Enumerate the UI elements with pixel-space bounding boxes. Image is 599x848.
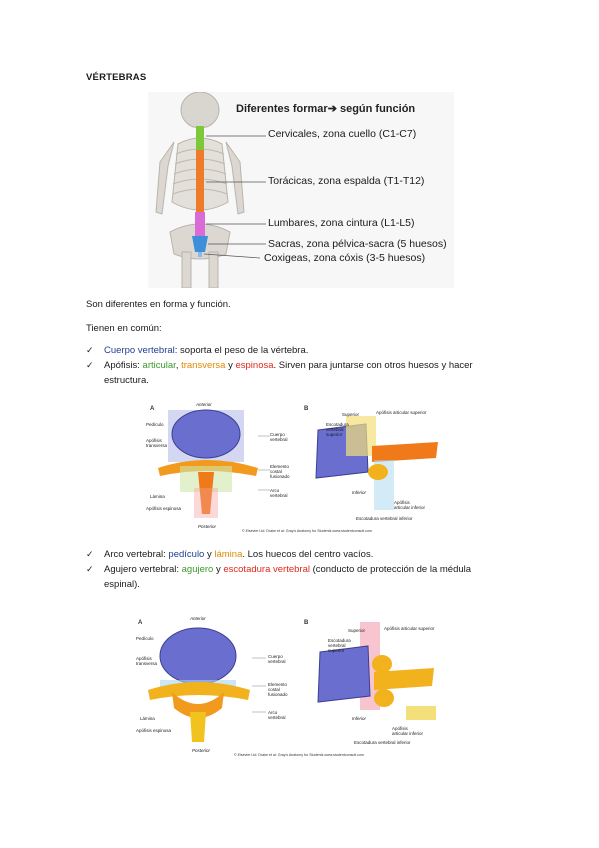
- term-cuerpo-vertebral: Cuerpo vertebral: [104, 345, 175, 356]
- separator: ,: [175, 360, 182, 371]
- label-escotadura-inferior: Escotadura vertebral inferior: [354, 740, 411, 745]
- spinous-process-lateral: [372, 442, 438, 462]
- check-icon: ✓: [86, 549, 94, 559]
- term-pediculo: pedículo: [168, 549, 205, 560]
- label-arco-vertebral: Arco vertebral: [268, 710, 286, 720]
- separator: y: [204, 549, 215, 560]
- spine-figure-title: Diferentes formar➔ según función: [236, 103, 416, 115]
- vertebral-body: [159, 627, 237, 685]
- label-elemento-costal: Elemento costal fusionado: [268, 682, 288, 697]
- bullet-apofisis: ✓ Apófisis: articular, transversa y espi…: [86, 358, 506, 388]
- label-cuerpo-vertebral: Cuerpo vertebral: [268, 654, 286, 664]
- label-anterior: Anterior: [190, 616, 206, 621]
- label-apofisis-articular-inferior: Apófisis articular inferior: [392, 726, 424, 736]
- label-superior: Superior: [342, 412, 360, 417]
- check-icon: ✓: [86, 360, 94, 370]
- lamina-highlight: [406, 706, 436, 720]
- term-lamina: lámina: [214, 549, 243, 560]
- check-icon: ✓: [86, 564, 94, 574]
- label-apofisis-articular-superior: Apófisis articular superior: [376, 410, 427, 415]
- lamina-arch: [172, 692, 224, 718]
- label-apofisis-espinosa: Apófisis espinosa: [136, 728, 172, 733]
- bullet-agujero: ✓ Agujero vertebral: agujero y escotadur…: [86, 562, 506, 592]
- label-cuerpo-vertebral: Cuerpo vertebral: [270, 432, 288, 442]
- credit: © Elsevier Ltd. Drake et al: Gray's Anat…: [234, 753, 364, 757]
- lumbar-segment: [195, 212, 205, 236]
- term-escotadura-vertebral: escotadura vertebral: [223, 564, 310, 575]
- bullet-arco: ✓ Arco vertebral: pedículo y lámina. Los…: [86, 547, 506, 562]
- bullet-text: (conducto de protección de la médula esp…: [104, 564, 472, 590]
- bullet-text: : soporta el peso de la vértebra.: [174, 345, 309, 356]
- bullet-lead: Agujero vertebral:: [104, 564, 182, 575]
- label-apofisis-articular-superior: Apófisis articular superior: [384, 626, 435, 631]
- label-coxigeas: Coxigeas, zona cóxis (3-5 huesos): [264, 252, 426, 264]
- term-transversa: transversa: [181, 360, 226, 371]
- panel-a-label: A: [138, 620, 143, 626]
- separator: y: [213, 564, 224, 575]
- label-anterior: Anterior: [196, 402, 212, 407]
- label-apofisis-espinosa: Apófisis espinosa: [146, 506, 182, 511]
- panel-b-label: B: [304, 620, 309, 626]
- spinous-process: [190, 712, 206, 742]
- vertebra-figure-1: A B © Elsevier Ltd. Drake et al: Gray's …: [146, 402, 454, 534]
- separator: y: [225, 360, 236, 371]
- term-articular: articular: [142, 360, 176, 371]
- term-espinosa: espinosa: [235, 360, 274, 371]
- label-lamina: Lámina: [150, 494, 165, 499]
- label-pediculo: Pedículo: [146, 422, 164, 427]
- check-icon: ✓: [86, 345, 94, 355]
- vertebra-figure-2: A B © Elsevier Ltd. Drake et al: Gray's …: [134, 616, 456, 758]
- cervical-segment: [196, 126, 204, 150]
- bullet-lead: Apófisis:: [104, 360, 143, 371]
- vertebral-body: [171, 409, 241, 459]
- paragraph-2: Tienen en común:: [86, 323, 162, 334]
- label-sacras: Sacras, zona pélvica-sacra (5 huesos): [268, 238, 447, 250]
- label-posterior: Posterior: [198, 524, 217, 529]
- spine-figure: Diferentes formar➔ según función Cervica…: [148, 92, 454, 288]
- label-escotadura-superior: Escotadura vertebral superior: [326, 422, 349, 437]
- label-posterior: Posterior: [192, 748, 211, 753]
- vertebral-body-lateral: [317, 645, 371, 703]
- term-agujero: agujero: [181, 564, 214, 575]
- sacrum-segment: [192, 236, 208, 252]
- panel-a-label: A: [150, 406, 155, 412]
- page-heading: VÉRTEBRAS: [86, 72, 147, 83]
- spinous-process-lateral: [374, 668, 434, 690]
- label-lamina: Lámina: [140, 716, 155, 721]
- bullet-lead: Arco vertebral:: [104, 549, 169, 560]
- right-arm: [225, 141, 245, 215]
- label-escotadura-inferior: Escotadura vertebral inferior: [356, 516, 413, 521]
- bullet-text: . Sirven para juntarse con otros huesos …: [104, 360, 473, 386]
- label-cervicales: Cervicales, zona cuello (C1-C7): [268, 128, 417, 140]
- label-apofisis-articular-inferior: Apófisis articular inferior: [394, 500, 426, 510]
- panel-b-label: B: [304, 406, 309, 412]
- label-arco-vertebral: Arco vertebral: [270, 488, 288, 498]
- label-elemento-costal: Elemento costal fusionado: [270, 464, 290, 479]
- bullet-cuerpo: ✓ Cuerpo vertebral: soporta el peso de l…: [86, 343, 506, 358]
- label-superior: Superior: [348, 628, 366, 633]
- label-apofisis-transversa: Apófisis transversa: [146, 438, 168, 448]
- label-escotadura-superior: Escotadura vertebral superior: [328, 638, 351, 653]
- label-apofisis-transversa: Apófisis transversa: [136, 656, 158, 666]
- label-inferior: Inferior: [352, 716, 367, 721]
- coccyx-segment: [198, 252, 202, 257]
- label-toracicas: Torácicas, zona espalda (T1-T12): [268, 175, 425, 187]
- credit: © Elsevier Ltd. Drake et al: Gray's Anat…: [242, 529, 372, 533]
- label-pediculo: Pedículo: [136, 636, 154, 641]
- spinous-process: [198, 472, 214, 514]
- left-arm: [155, 141, 175, 215]
- skull: [180, 92, 220, 129]
- label-lumbares: Lumbares, zona cintura (L1-L5): [268, 217, 415, 229]
- thoracic-segment: [196, 150, 204, 212]
- bullet-text: . Los huecos del centro vacíos.: [242, 549, 374, 560]
- paragraph-1: Son diferentes en forma y función.: [86, 299, 231, 310]
- label-inferior: Inferior: [352, 490, 367, 495]
